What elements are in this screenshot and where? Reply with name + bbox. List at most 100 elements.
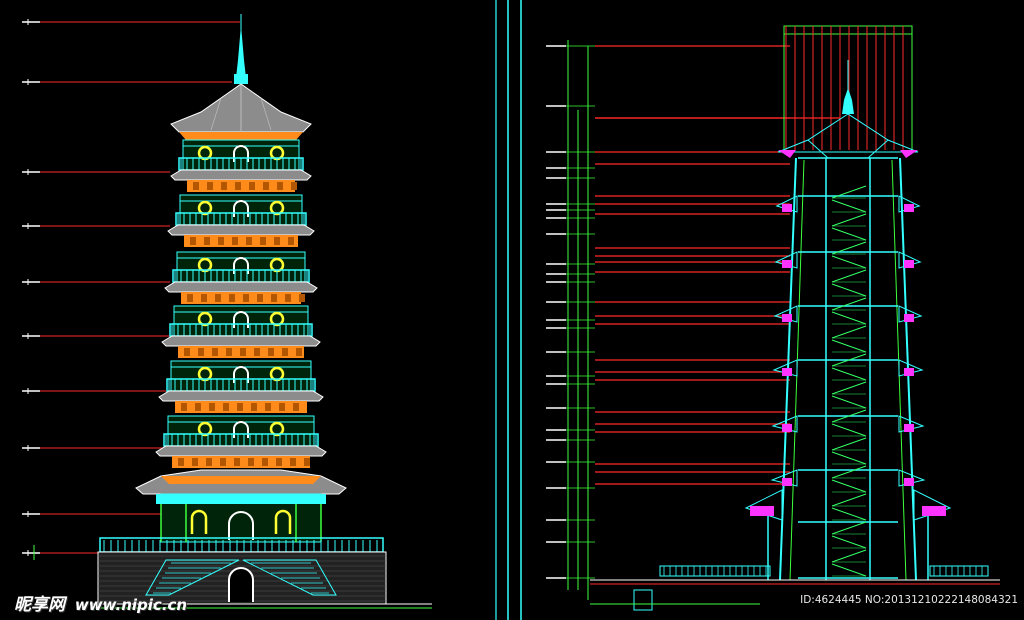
section-bracket-block <box>782 204 792 212</box>
bracket-block <box>254 348 260 356</box>
bracket-block <box>243 294 249 302</box>
section-eave-bracket <box>900 150 918 158</box>
bracket-block <box>187 294 193 302</box>
bracket-block <box>268 348 274 356</box>
ground-window-arch <box>190 509 208 534</box>
watermark-site-name: 昵享网 <box>14 595 65 615</box>
bracket-block <box>263 182 269 190</box>
section-terrace-rail <box>659 565 771 577</box>
section-stair-flight <box>831 381 867 395</box>
bracket-block <box>276 458 282 466</box>
bracket-block <box>290 458 296 466</box>
view-divider <box>495 0 522 620</box>
front-elevation-view <box>22 14 432 609</box>
storey-round-window <box>269 311 285 327</box>
section-stair-flight <box>831 409 867 423</box>
bracket-block <box>215 294 221 302</box>
storey-eave <box>167 224 315 236</box>
roof-rib <box>260 97 272 131</box>
bracket-block <box>232 237 238 245</box>
bracket-block <box>291 182 297 190</box>
section-bracket-block <box>782 260 792 268</box>
spire-base <box>234 74 248 84</box>
section-bracket-block <box>904 314 914 322</box>
bracket-block <box>193 182 199 190</box>
bracket-block <box>285 294 291 302</box>
bracket-block <box>218 237 224 245</box>
right-stair <box>242 559 337 596</box>
bracket-block <box>274 237 280 245</box>
bracket-block <box>226 348 232 356</box>
ground-door-arch <box>228 511 254 540</box>
bracket-block <box>279 403 285 411</box>
storey-round-window <box>269 200 285 216</box>
storey-round-window <box>269 421 285 437</box>
section-stair-flight <box>831 241 867 255</box>
bracket-block <box>212 348 218 356</box>
storey-door-arch <box>233 421 249 438</box>
section-base-bracket <box>922 506 946 516</box>
bracket-block <box>240 348 246 356</box>
storey-door-arch <box>233 257 249 274</box>
storey-door-arch <box>233 145 249 162</box>
section-stair-flight <box>831 339 867 353</box>
ground-window-arch <box>274 509 292 534</box>
bracket-block <box>249 182 255 190</box>
section-stair-flight <box>831 297 867 311</box>
section-stair-flight <box>831 507 867 521</box>
watermark-id: ID:4624445 NO:20131210222148084321 <box>800 594 1018 606</box>
storey-round-window <box>197 421 213 437</box>
section-top-dim-box <box>783 25 913 35</box>
section-stair-flight <box>831 255 867 269</box>
pagoda-storey <box>155 415 327 468</box>
section-stair-flight <box>831 451 867 465</box>
bracket-block <box>257 294 263 302</box>
bracket-block <box>198 348 204 356</box>
bracket-block <box>220 458 226 466</box>
pagoda-storey <box>158 360 324 413</box>
bracket-block <box>248 458 254 466</box>
pagoda-storey <box>170 139 312 192</box>
bracket-block <box>265 403 271 411</box>
ground-lintel <box>156 494 326 504</box>
ground-roof-bracket <box>161 476 321 484</box>
cross-section-view <box>546 25 1000 611</box>
bracket-block <box>190 237 196 245</box>
section-stair-flight <box>831 213 867 227</box>
bracket-block <box>293 403 299 411</box>
bracket-block <box>209 403 215 411</box>
top-bracket-band <box>179 132 303 140</box>
section-stair-flight <box>831 283 867 297</box>
spire <box>236 25 246 78</box>
section-bracket-block <box>904 368 914 376</box>
section-foundation <box>633 589 653 611</box>
watermark-url: www.nipic.cn <box>74 596 188 614</box>
pagoda-storey <box>167 194 315 247</box>
bracket-block <box>246 237 252 245</box>
section-bracket-block <box>782 478 792 486</box>
section-bracket-block <box>904 424 914 432</box>
section-bracket-block <box>782 368 792 376</box>
left-stair <box>145 559 240 596</box>
bracket-block <box>262 458 268 466</box>
bracket-block <box>235 182 241 190</box>
storey-wall <box>173 305 309 337</box>
section-bracket-block <box>782 424 792 432</box>
section-bracket-block <box>904 260 914 268</box>
bracket-block <box>237 403 243 411</box>
storey-eave <box>161 335 321 347</box>
storey-door-arch <box>233 366 249 383</box>
roof-rib <box>210 97 222 131</box>
section-bracket-block <box>904 478 914 486</box>
section-stair-flight <box>831 353 867 367</box>
section-stair-flight <box>831 227 867 241</box>
section-top-roof <box>777 113 919 153</box>
section-bracket-block <box>904 204 914 212</box>
storey-eave <box>164 281 318 293</box>
section-roof-strut <box>867 139 889 159</box>
section-eave-bracket <box>778 150 796 158</box>
section-stair-flight <box>831 437 867 451</box>
section-roof-strut <box>807 139 829 159</box>
storey-round-window <box>197 311 213 327</box>
